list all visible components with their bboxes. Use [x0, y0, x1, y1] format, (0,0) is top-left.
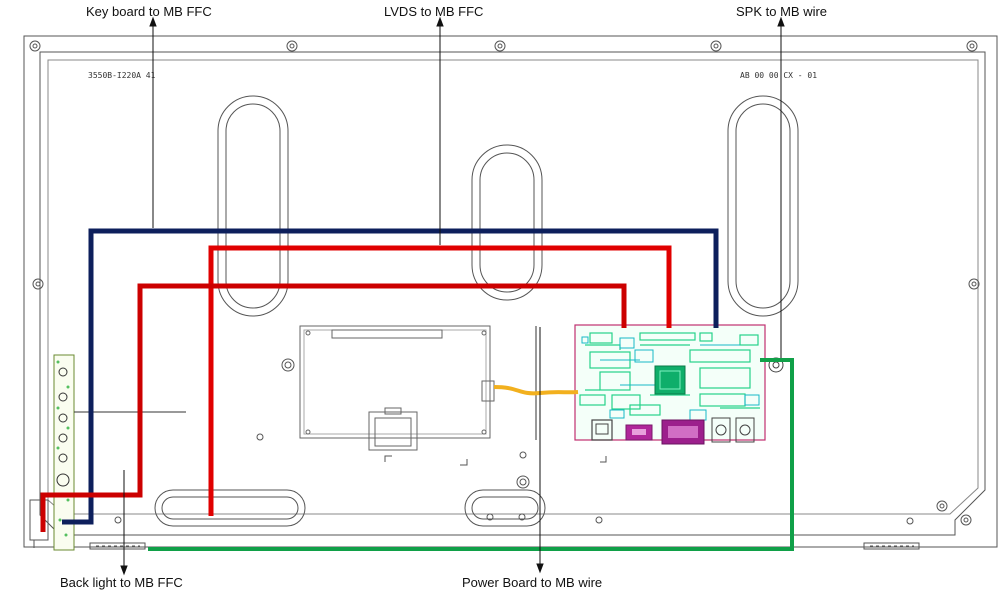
panel-code-left: 3550B-I220A 41 — [88, 71, 156, 80]
lvds-ffc-cable — [208, 245, 672, 516]
stamped-slots — [154, 95, 799, 527]
leader-lines — [120, 16, 785, 576]
key-board — [53, 354, 75, 551]
panel-code-right: AB 00 00 CX - 01 — [740, 71, 817, 80]
mounting-holes — [29, 40, 980, 526]
spk-wire — [148, 358, 794, 551]
label-backlight-ffc: Back light to MB FFC — [60, 575, 183, 590]
label-keyboard-ffc: Key board to MB FFC — [86, 4, 212, 19]
label-spk-wire: SPK to MB wire — [736, 4, 828, 19]
backlight-ffc-cable — [40, 283, 627, 532]
label-power-board-wire: Power Board to MB wire — [462, 575, 603, 590]
bottom-rails — [89, 542, 920, 550]
label-lvds-ffc: LVDS to MB FFC — [384, 4, 484, 19]
keyboard-ffc-cable — [62, 228, 719, 525]
alignment-marks — [384, 455, 607, 466]
power-board — [299, 325, 495, 451]
main-board — [574, 324, 784, 445]
